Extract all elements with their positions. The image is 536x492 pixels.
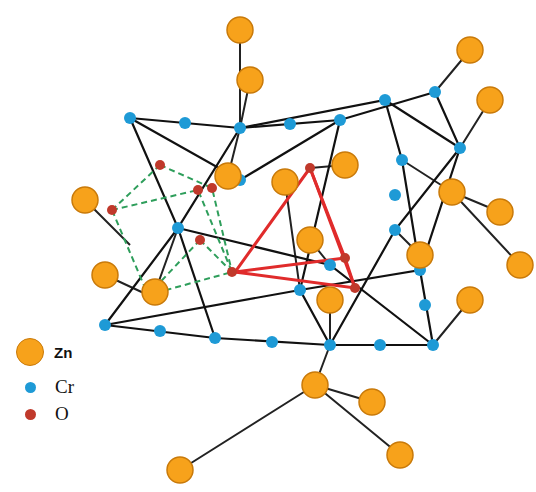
- zn-bonds: [85, 30, 520, 470]
- legend-entry: Cr: [25, 376, 74, 398]
- cr-lattice: [105, 92, 460, 345]
- legend-entry: Zn: [16, 338, 72, 366]
- legend-swatch: [16, 338, 44, 366]
- legend-swatch: [25, 409, 36, 420]
- legend-entry: O: [25, 403, 69, 425]
- o-atoms: [107, 160, 360, 300]
- legend-swatch: [25, 382, 36, 393]
- octahedron-outline: [112, 165, 232, 295]
- cr-atoms: [99, 86, 466, 351]
- tetrahedron-outline: [235, 168, 355, 288]
- zn-atoms: [72, 17, 533, 483]
- legend-label: Cr: [55, 376, 74, 398]
- legend-label: O: [55, 403, 69, 425]
- legend-label: Zn: [54, 344, 72, 361]
